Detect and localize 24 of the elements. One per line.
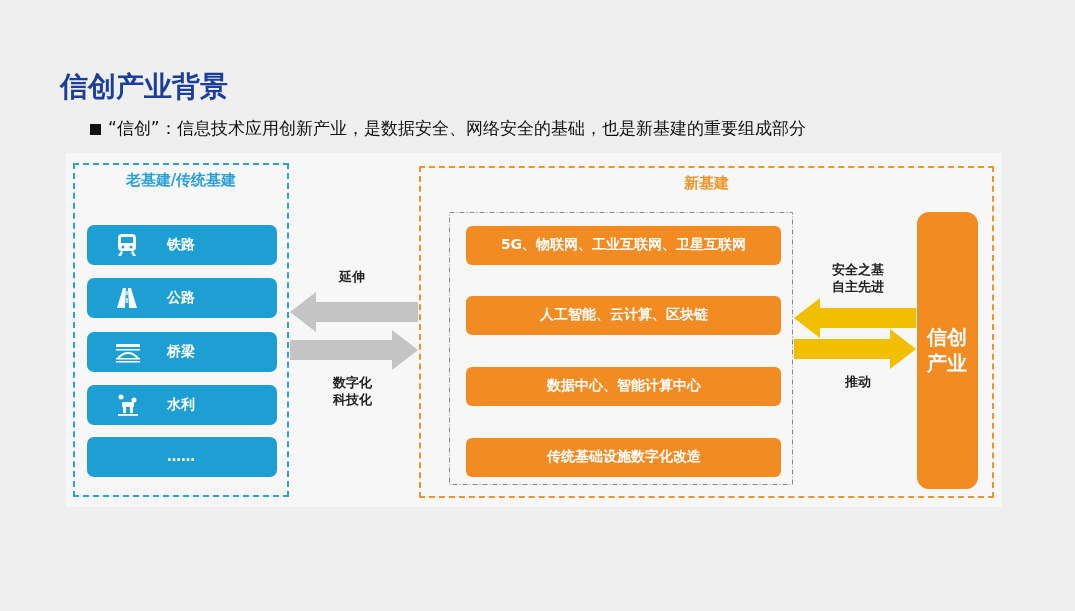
category-box: 人工智能、云计算、区块链 (466, 296, 781, 335)
category-box: 桥梁 (87, 332, 277, 372)
category-box: 传统基础设施数字化改造 (466, 438, 781, 477)
edge-label: 安全之基自主先进 (831, 261, 885, 295)
category-box: …… (87, 437, 277, 477)
edge-label: 数字化科技化 (332, 374, 372, 408)
edge-label: 延伸 (337, 268, 366, 285)
category-box: 数据中心、智能计算中心 (466, 367, 781, 406)
group-heading: 老基建/传统基建 (124, 171, 238, 190)
block-arrow (794, 298, 916, 338)
slide-title: 信创产业背景 (60, 69, 228, 105)
category-box: 铁路 (87, 225, 277, 265)
category-box: 5G、物联网、工业互联网、卫星互联网 (466, 226, 781, 265)
edge-label: 推动 (844, 373, 872, 390)
block-arrow (794, 329, 916, 369)
dashed-group-box (419, 166, 994, 498)
block-arrow (290, 330, 418, 370)
group-heading: 新基建 (683, 174, 730, 193)
subtitle-text: “信创”：信息技术应用创新产业，是数据安全、网络安全的基础，也是新基建的重要组成部分 (108, 117, 806, 140)
category-box: 水利 (87, 385, 277, 425)
industry-bar: 信创产业 (917, 212, 978, 489)
block-arrow (290, 292, 418, 332)
dashed-group-box (73, 163, 289, 497)
category-box: 公路 (87, 278, 277, 318)
